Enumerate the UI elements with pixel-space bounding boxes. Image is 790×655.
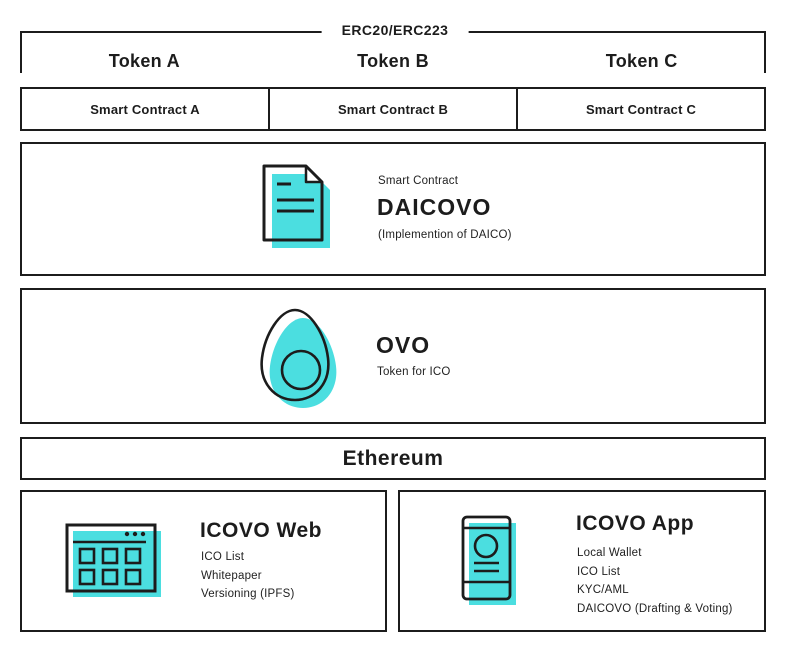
egg-icon: [260, 308, 337, 408]
icovo-web-feature: ICO List: [201, 551, 245, 563]
daicovo-title: DAICOVO: [377, 194, 492, 220]
ovo-section: OVO Token for ICO: [20, 288, 766, 424]
token-c-label: Token C: [605, 51, 678, 71]
ethereum-title: Ethereum: [342, 446, 444, 470]
icovo-app-feature: Local Wallet: [577, 547, 642, 559]
token-row: Token A Token B Token C: [20, 51, 766, 72]
icovo-web-section: ICOVO Web ICO List Whitepaper Versioning…: [20, 490, 387, 632]
token-b-label: Token B: [357, 51, 429, 71]
smartphone-icon: [461, 515, 516, 605]
icovo-app-section: ICOVO App Local Wallet ICO List KYC/AML …: [398, 490, 766, 632]
ethereum-section: Ethereum: [20, 437, 766, 480]
browser-window-icon: [65, 523, 161, 597]
token-a-label: Token A: [108, 51, 180, 71]
icovo-web-feature: Versioning (IPFS): [201, 588, 295, 600]
icovo-web-title: ICOVO Web: [200, 519, 322, 542]
document-icon: [262, 164, 330, 248]
smart-contract-b-cell: Smart Contract B: [268, 89, 518, 129]
daicovo-subtitle: (Implemention of DAICO): [378, 229, 512, 241]
icovo-web-feature-list: ICO List Whitepaper Versioning (IPFS): [201, 548, 295, 604]
icovo-app-feature: KYC/AML: [577, 584, 629, 596]
icovo-app-title: ICOVO App: [576, 512, 695, 535]
smart-contract-c-cell: Smart Contract C: [585, 101, 697, 117]
icovo-web-feature: Whitepaper: [201, 569, 262, 582]
erc-standard-label: ERC20/ERC223: [321, 22, 469, 38]
smart-contract-a-cell: Smart Contract A: [90, 101, 200, 117]
ovo-title: OVO: [376, 332, 431, 358]
daicovo-kicker: Smart Contract: [378, 175, 459, 187]
smart-contract-row: Smart Contract A Smart Contract B Smart …: [20, 87, 766, 131]
icovo-app-feature: DAICOVO (Drafting & Voting): [577, 602, 733, 615]
daicovo-section: Smart Contract DAICOVO (Implemention of …: [20, 142, 766, 276]
icovo-app-feature: ICO List: [577, 565, 621, 578]
ovo-subtitle: Token for ICO: [377, 366, 451, 378]
icovo-app-feature-list: Local Wallet ICO List KYC/AML DAICOVO (D…: [577, 544, 733, 618]
